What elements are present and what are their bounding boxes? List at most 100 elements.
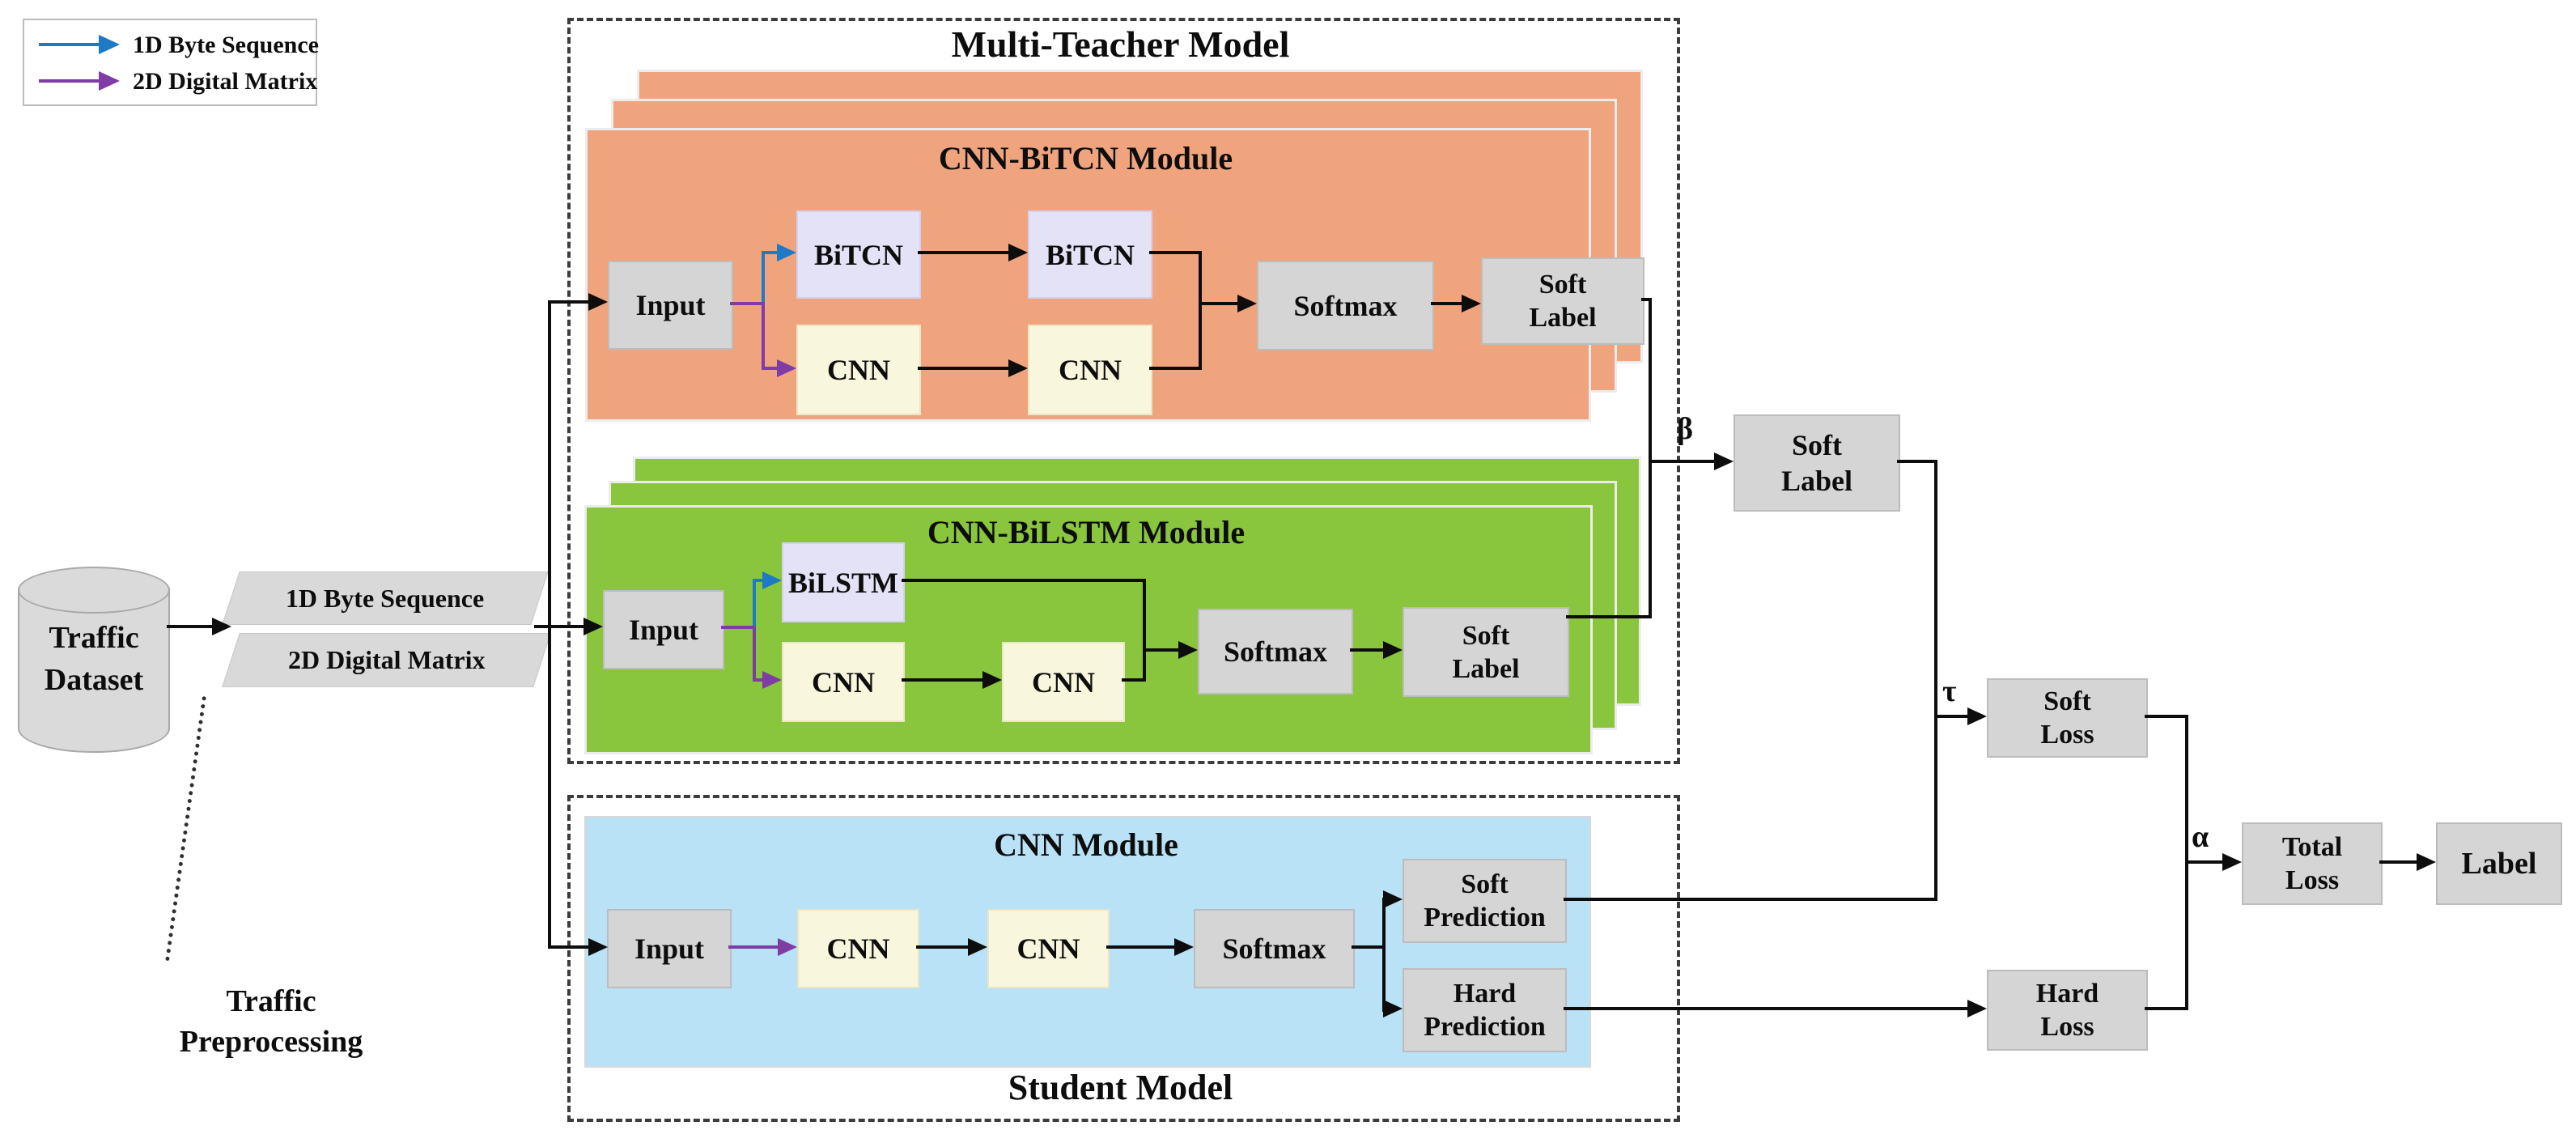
- bitcn1-box: BiTCN: [796, 210, 921, 299]
- total-loss-line1: Total: [2281, 832, 2343, 862]
- connector: [550, 945, 588, 949]
- parallelogram-1d-byte-sequence: 1D Byte Sequence: [222, 571, 549, 625]
- arrow-icon: [2417, 853, 2436, 871]
- connector: [2379, 860, 2417, 864]
- connector: [167, 625, 212, 628]
- soft-loss-box: Soft Loss: [1987, 678, 2148, 758]
- bilstm-softmax-box: Softmax: [1198, 609, 1353, 695]
- connector: [753, 626, 756, 682]
- bilstm-soft-label-line1: Soft: [1462, 620, 1510, 651]
- connector: [763, 367, 777, 370]
- connector: [534, 625, 584, 628]
- soft-prediction-box: Soft Prediction: [1403, 859, 1567, 943]
- bilstm-box: BiLSTM: [782, 542, 905, 622]
- connector: [1122, 678, 1146, 682]
- parallelogram-2d-digital-matrix: 2D Digital Matrix: [222, 633, 551, 687]
- student-cnn1-label: CNN: [826, 932, 890, 965]
- alpha-label: α: [2192, 820, 2209, 854]
- connector: [1937, 715, 1967, 718]
- connector: [721, 626, 754, 629]
- legend-2d-label: 2D Digital Matrix: [133, 68, 318, 95]
- bitcn-module-title: CNN-BiTCN Module: [938, 140, 1233, 176]
- connector: [1650, 460, 1714, 463]
- tau-label: τ: [1942, 674, 1957, 708]
- arrow-right-blue-icon: [99, 35, 120, 54]
- connector: [1641, 298, 1652, 301]
- arrow-icon: [1383, 890, 1403, 908]
- arrow-icon: [588, 938, 608, 956]
- arrow-icon: [588, 293, 608, 311]
- beta-label: β: [1677, 412, 1694, 446]
- connector: [1199, 251, 1202, 370]
- label-box: Label: [2436, 822, 2562, 905]
- bitcn-cnn2-box: CNN: [1028, 325, 1152, 415]
- bilstm-softmax-label: Softmax: [1224, 635, 1327, 668]
- arrow-icon: [1967, 1000, 1987, 1017]
- arrow-icon: [1383, 641, 1403, 659]
- bilstm-cnn1-label: CNN: [812, 665, 875, 699]
- bitcn2-label: BiTCN: [1045, 238, 1135, 271]
- arrow-icon: [2222, 853, 2242, 871]
- student-input-box: Input: [607, 909, 732, 988]
- fused-soft-label-line1: Soft: [1792, 429, 1842, 461]
- arrow-icon: [1714, 452, 1734, 470]
- connector: [902, 678, 982, 682]
- hard-prediction-box: Hard Prediction: [1403, 968, 1567, 1052]
- arrow-icon: [1178, 641, 1198, 659]
- preprocessing-dotted-line: [165, 696, 206, 962]
- arrow-icon: [1008, 359, 1028, 377]
- 2d-digital-matrix-label: 2D Digital Matrix: [287, 645, 486, 674]
- bitcn-softmax-label: Softmax: [1293, 289, 1398, 322]
- connector: [763, 251, 777, 254]
- connector: [1144, 648, 1178, 652]
- bitcn-cnn1-box: CNN: [796, 325, 921, 415]
- arrow-icon: [1462, 295, 1481, 312]
- hard-prediction-line1: Hard: [1453, 979, 1517, 1009]
- bitcn1-label: BiTCN: [813, 238, 904, 271]
- arrow-icon: [1008, 244, 1028, 261]
- student-softmax-box: Softmax: [1194, 909, 1355, 988]
- bitcn2-box: BiTCN: [1028, 210, 1152, 299]
- connector: [916, 945, 968, 949]
- bitcn-softmax-box: Softmax: [1257, 261, 1434, 350]
- legend-2d-arrow-line: [39, 79, 99, 83]
- connector: [1143, 579, 1146, 682]
- student-cnn2-label: CNN: [1016, 932, 1080, 965]
- arrow-icon: [968, 938, 987, 956]
- fused-soft-label-line2: Label: [1780, 465, 1852, 497]
- arrow-icon: [584, 618, 603, 635]
- student-model-title: Student Model: [1008, 1068, 1233, 1107]
- multi-teacher-group-box: [567, 18, 1680, 764]
- connector: [1149, 251, 1202, 254]
- soft-prediction-line1: Soft: [1461, 869, 1509, 899]
- connector: [918, 367, 1008, 370]
- student-group-box: [567, 795, 1680, 1122]
- hard-prediction-out-line: [1564, 1007, 1967, 1010]
- hard-loss-box: Hard Loss: [1987, 970, 2148, 1051]
- connector: [2145, 1007, 2188, 1010]
- bitcn-soft-label-box: Soft Label: [1481, 257, 1644, 345]
- connector: [762, 251, 765, 304]
- connector: [753, 579, 756, 629]
- connector: [1200, 302, 1237, 305]
- connector: [1352, 945, 1386, 949]
- database-cylinder-icon: [18, 588, 170, 753]
- bitcn-cnn1-label: CNN: [827, 354, 890, 386]
- connector: [730, 302, 763, 305]
- soft-loss-line1: Soft: [2043, 686, 2091, 716]
- multi-teacher-title: Multi-Teacher Model: [951, 23, 1290, 65]
- connector: [1897, 460, 1937, 463]
- student-softmax-label: Softmax: [1222, 932, 1326, 965]
- bilstm-input-label: Input: [628, 614, 699, 646]
- connector: [754, 678, 762, 682]
- connector: [2145, 715, 2188, 718]
- hard-loss-line2: Loss: [2040, 1012, 2094, 1042]
- soft-prediction-out-line: [1564, 898, 1936, 901]
- soft-loss-line2: Loss: [2040, 720, 2094, 750]
- preprocessing-line2: Preprocessing: [179, 1025, 363, 1059]
- arrow-icon: [1237, 295, 1257, 312]
- fused-soft-label-box: Soft Label: [1734, 414, 1900, 512]
- arrow-icon: [1967, 707, 1987, 725]
- student-cnn2-box: CNN: [987, 909, 1110, 988]
